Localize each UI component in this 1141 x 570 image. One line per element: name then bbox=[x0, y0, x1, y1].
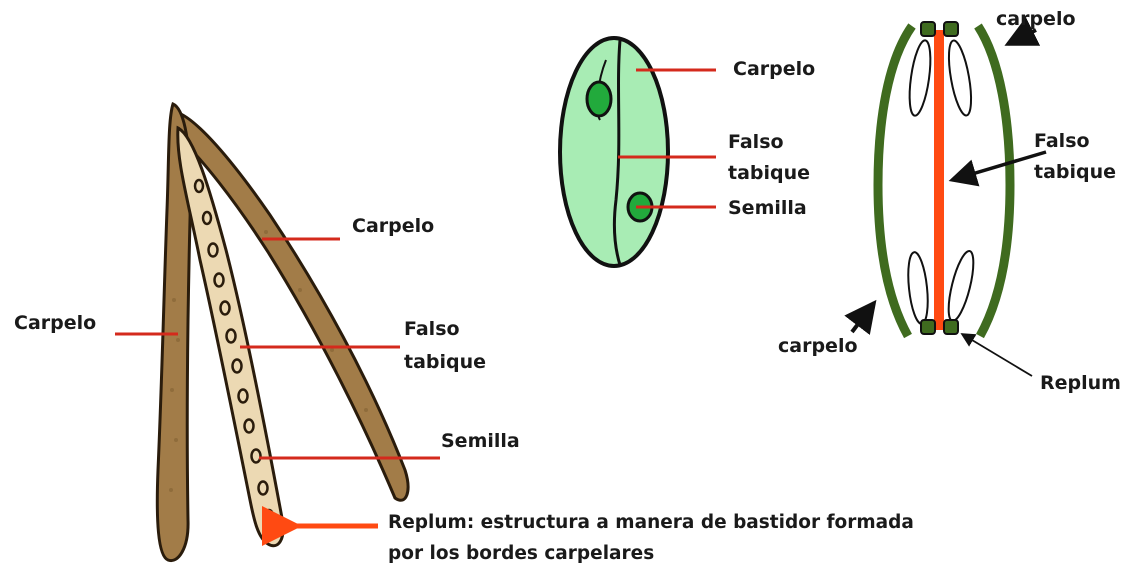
label-mid-falso: Falso bbox=[728, 131, 784, 153]
replum-nodes bbox=[920, 21, 959, 335]
seeds-row bbox=[193, 178, 275, 524]
opened-silique-illustration bbox=[115, 101, 440, 563]
schematic-illustration bbox=[844, 17, 1047, 377]
label-right-carpelo-bottom: carpelo bbox=[778, 335, 858, 357]
arrow-replum bbox=[960, 333, 1033, 377]
arrow-falso-tabique bbox=[948, 150, 1047, 187]
label-right-carpelo-top: carpelo bbox=[996, 8, 1076, 30]
arrow-carpelo-bottom bbox=[844, 299, 877, 335]
label-mid-carpelo: Carpelo bbox=[733, 58, 816, 80]
cross-section-illustration bbox=[558, 36, 716, 268]
label-left-falso: Falso bbox=[404, 318, 460, 340]
label-left-carpelo-upper: Carpelo bbox=[352, 215, 435, 237]
label-left-replum-line1: Replum: estructura a manera de bastidor … bbox=[388, 512, 914, 533]
valve-right bbox=[974, 23, 1015, 339]
label-left-semilla: Semilla bbox=[441, 430, 520, 452]
label-right-tabique: tabique bbox=[1034, 161, 1117, 183]
cross-section-seed-upper bbox=[585, 80, 613, 118]
label-left-tabique: tabique bbox=[404, 351, 487, 373]
label-right-replum: Replum bbox=[1040, 372, 1121, 394]
label-right-falso: Falso bbox=[1034, 130, 1090, 152]
label-mid-tabique: tabique bbox=[728, 162, 811, 184]
carpel-valve-right bbox=[171, 110, 410, 502]
cross-section-septum bbox=[612, 39, 622, 266]
arrow-carpelo-top bbox=[1004, 17, 1041, 46]
valve-left bbox=[873, 23, 916, 339]
label-left-carpelo-left: Carpelo bbox=[14, 312, 97, 334]
label-mid-semilla: Semilla bbox=[728, 197, 807, 219]
schematic-seeds bbox=[907, 39, 975, 325]
carpel-valve-left bbox=[155, 101, 192, 563]
label-left-replum-line2: por los bordes carpelares bbox=[388, 543, 655, 564]
